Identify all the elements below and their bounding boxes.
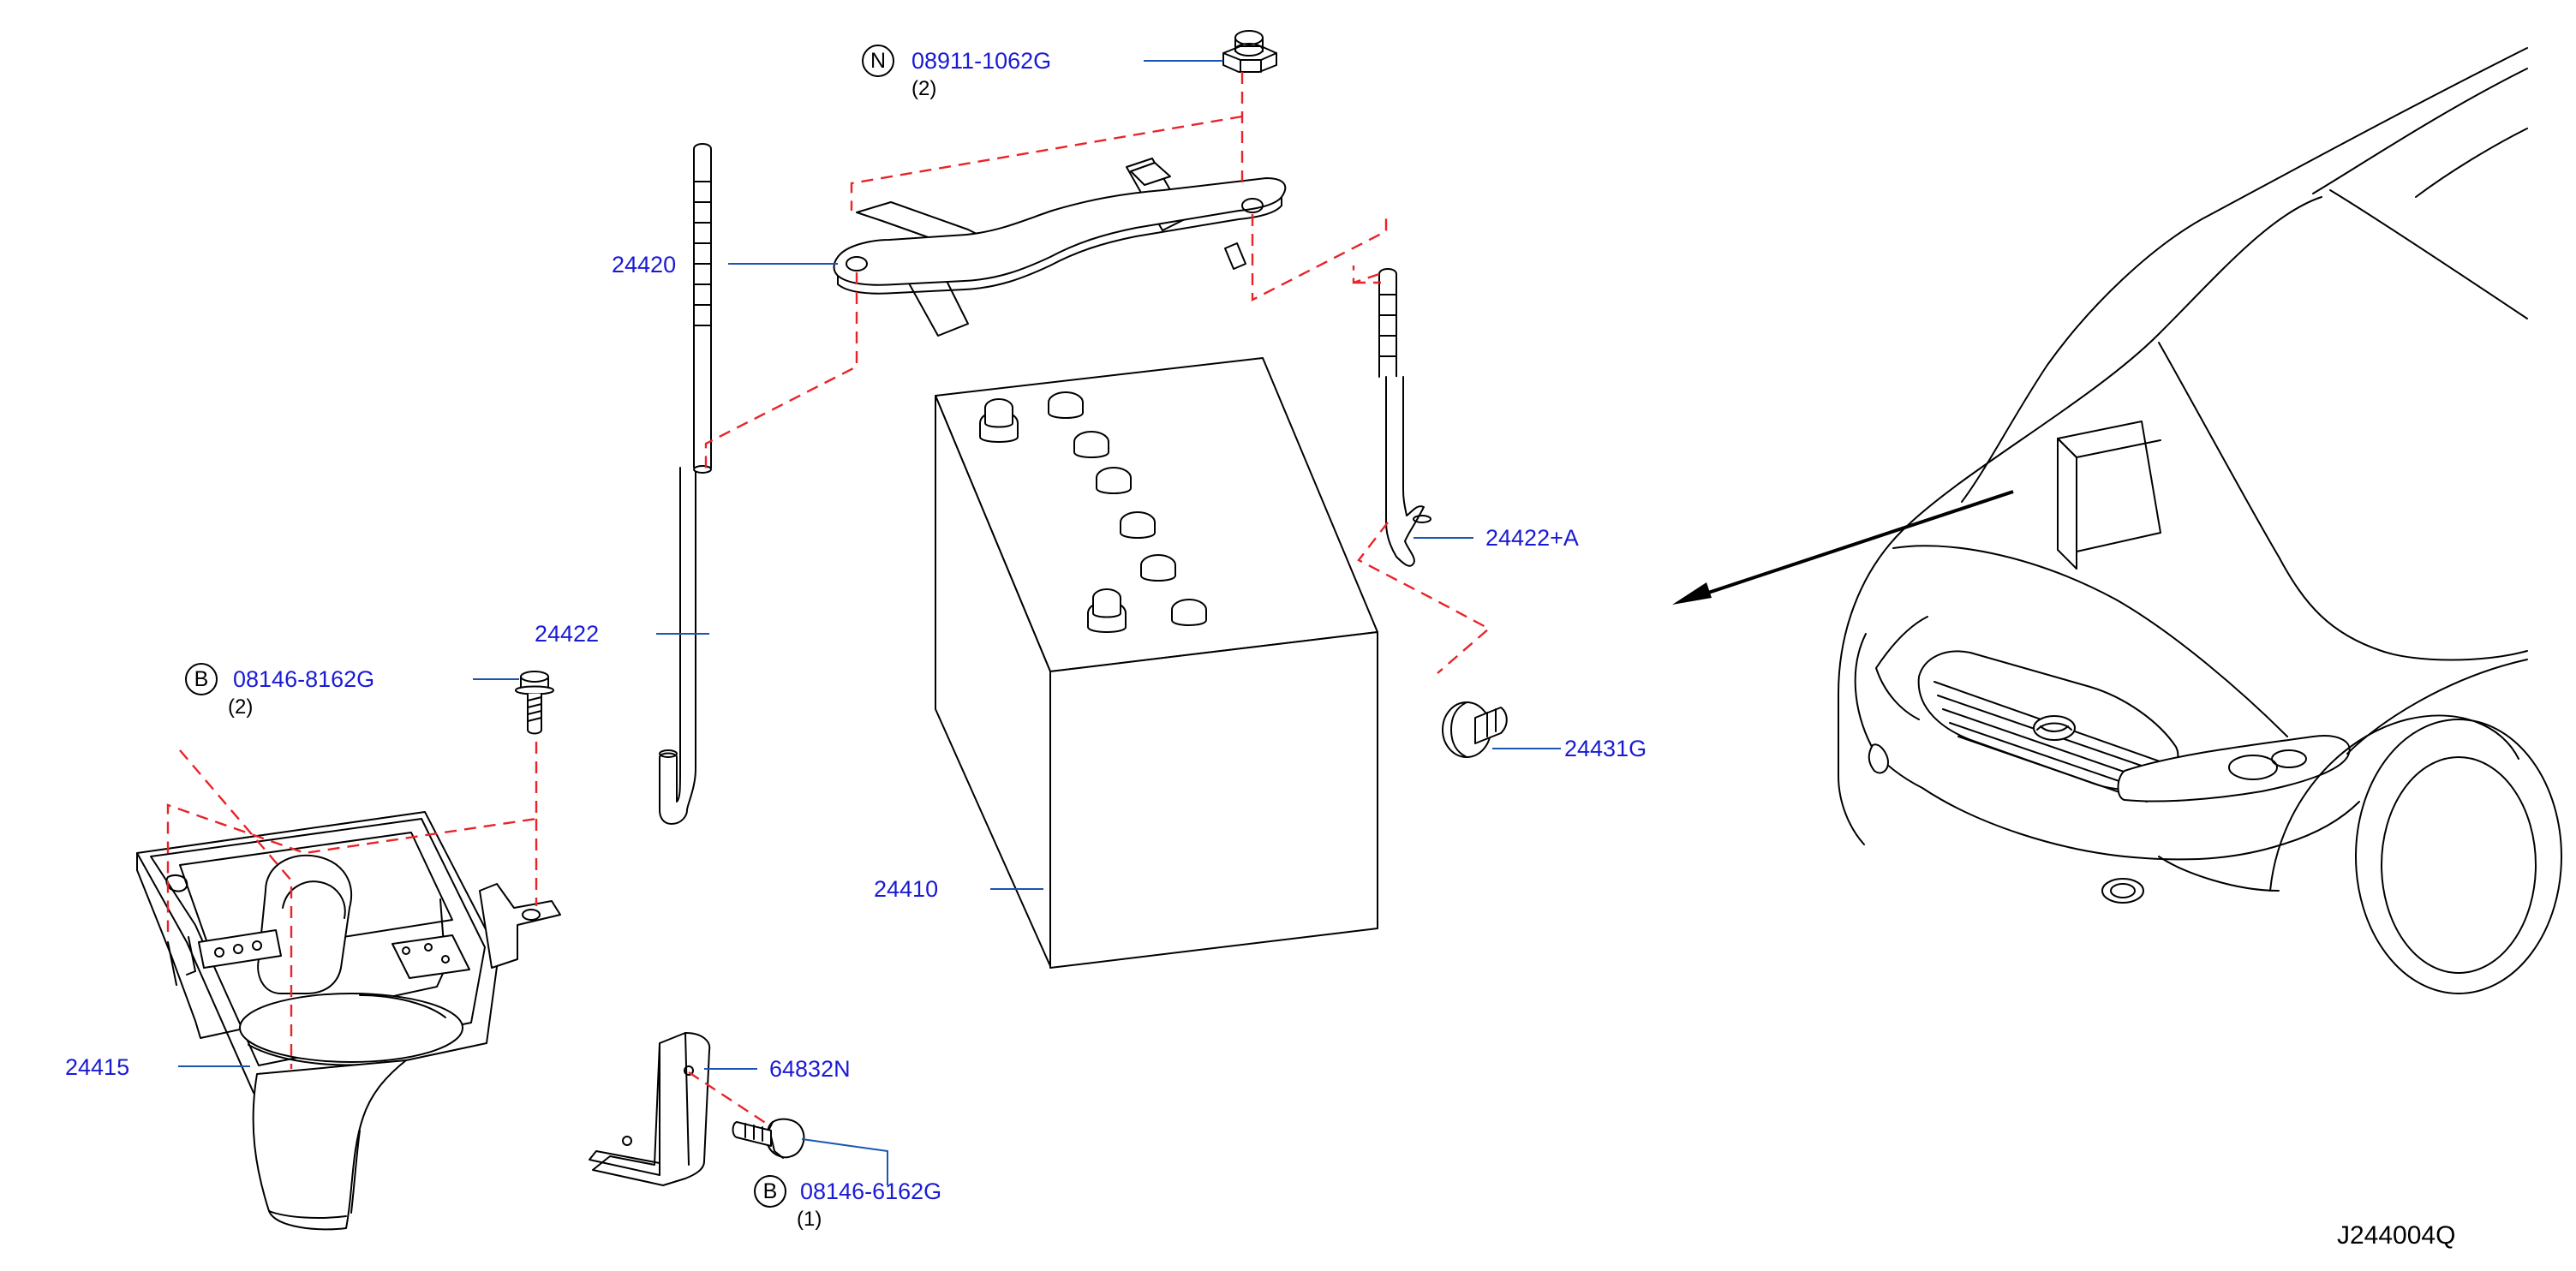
nut-prefix-symbol: N bbox=[862, 45, 894, 77]
clip-part-number[interactable]: 24431G bbox=[1564, 736, 1647, 761]
clip-drawing[interactable] bbox=[1442, 701, 1508, 758]
phantom-lines bbox=[166, 72, 1491, 1127]
tray-bolt-quantity: (2) bbox=[228, 695, 254, 719]
nut-quantity: (2) bbox=[911, 77, 937, 100]
bracket-bolt-quantity: (1) bbox=[797, 1208, 822, 1231]
rod-right-part-number[interactable]: 24422+A bbox=[1485, 525, 1579, 551]
hold-frame-part-number[interactable]: 24420 bbox=[612, 252, 677, 277]
tray-bolt-prefix-symbol: B bbox=[185, 663, 218, 695]
diagram-reference-code: J244004Q bbox=[2337, 1221, 2456, 1250]
location-arrow bbox=[1672, 490, 2014, 605]
bracket-bolt-drawing[interactable] bbox=[732, 1118, 805, 1159]
tray-part-number[interactable]: 24415 bbox=[65, 1054, 130, 1080]
tray-bolt-drawing[interactable] bbox=[515, 671, 554, 735]
nut-part-number[interactable]: 08911-1062G bbox=[911, 48, 1052, 74]
tray-bolt-part-number[interactable]: 08146-8162G bbox=[233, 666, 375, 692]
battery-drawing[interactable] bbox=[935, 357, 1378, 969]
tray-drawing[interactable] bbox=[136, 811, 561, 1231]
bracket-bolt-leader bbox=[801, 1138, 888, 1185]
battery-caps bbox=[979, 391, 1207, 633]
vehicle-drawing bbox=[1838, 47, 2562, 994]
battery-part-number[interactable]: 24410 bbox=[874, 876, 939, 902]
bracket-part-number[interactable]: 64832N bbox=[769, 1056, 851, 1082]
bracket-bolt-part-number[interactable]: 08146-6162G bbox=[800, 1179, 942, 1204]
rod-left-drawing[interactable] bbox=[659, 143, 712, 825]
bracket-bolt-prefix-symbol: B bbox=[754, 1175, 786, 1208]
rod-left-part-number[interactable]: 24422 bbox=[535, 621, 600, 647]
rod-right-drawing[interactable] bbox=[1378, 268, 1431, 567]
hold-frame-drawing[interactable] bbox=[833, 158, 1287, 337]
bracket-drawing[interactable] bbox=[589, 1032, 711, 1186]
nut-drawing[interactable] bbox=[1222, 30, 1277, 73]
